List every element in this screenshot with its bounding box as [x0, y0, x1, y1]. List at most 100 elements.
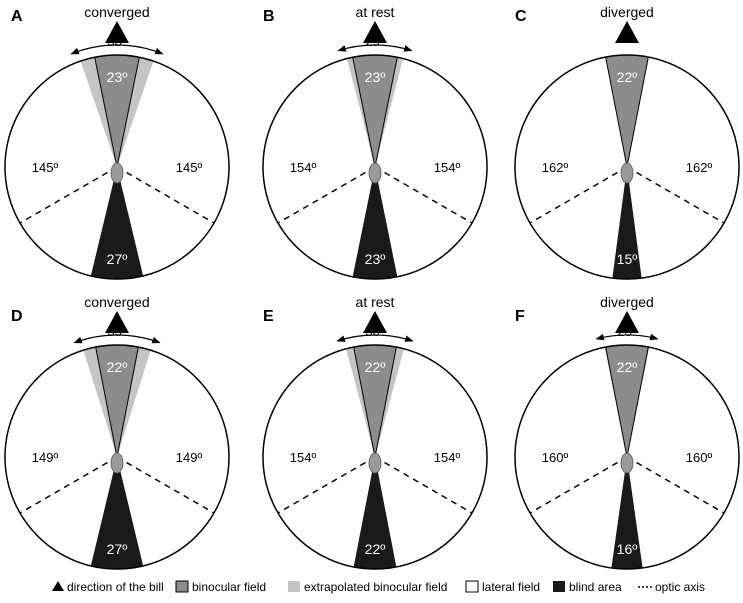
optic-axis-right — [374, 166, 473, 224]
blind-area-wedge — [90, 167, 144, 279]
binocular-swatch — [175, 580, 189, 593]
optic-axis-left — [529, 456, 628, 514]
state-label: converged — [84, 4, 149, 20]
triangle-icon — [52, 581, 64, 591]
optic-axis-left — [277, 166, 376, 224]
panel-letter: A — [11, 8, 23, 25]
blind-angle-label: 23º — [365, 251, 386, 267]
blind-angle-label: 27º — [107, 541, 128, 557]
optic-axis-left — [277, 456, 376, 514]
optic-axis-right — [116, 456, 215, 514]
bill-direction-triangle-icon — [105, 21, 129, 43]
legend-label: binocular field — [192, 580, 266, 594]
legend-item-bill: direction of the bill — [52, 580, 164, 594]
binocular-angle-label: 22º — [617, 359, 638, 375]
bill-direction-triangle-icon — [615, 21, 639, 43]
extrapolated-angle-label: 35º — [107, 324, 126, 339]
field-outline — [514, 54, 740, 280]
blind-angle-label: 22º — [365, 541, 386, 557]
panel-letter: D — [11, 308, 23, 325]
state-label: diverged — [600, 294, 654, 310]
blind-angle-label: 16º — [617, 541, 638, 557]
field-width-arrow — [337, 44, 413, 52]
blind-swatch — [553, 581, 565, 592]
panel-c: diverged C 22º 15º 162º 162º — [514, 4, 740, 280]
state-label: at rest — [356, 294, 395, 310]
binocular-angle-label: 22º — [365, 359, 386, 375]
legend-label: direction of the bill — [67, 580, 164, 594]
optic-axis-left — [19, 166, 118, 224]
extrapolated-swatch — [288, 581, 300, 592]
state-label: diverged — [600, 4, 654, 20]
blind-area-wedge — [612, 167, 642, 280]
legend-label: lateral field — [482, 580, 540, 594]
lateral-angle-label-right: 154º — [434, 450, 461, 465]
legend-item-extrapolated: extrapolated binocular field — [288, 580, 447, 594]
head-ellipse — [110, 452, 124, 474]
state-label: at rest — [356, 4, 395, 20]
extrapolated-angle-label: 23º — [617, 324, 636, 339]
head-ellipse — [620, 162, 634, 184]
legend-item-optic-axis: optic axis — [638, 580, 705, 594]
head-ellipse — [368, 452, 382, 474]
binocular-angle-label: 23º — [365, 69, 386, 85]
field-width-arrow — [336, 334, 414, 342]
bill-direction-triangle-icon — [105, 311, 129, 333]
optic-axis-left — [529, 166, 628, 224]
panel-letter: C — [515, 8, 527, 25]
blind-area-wedge — [90, 457, 144, 570]
optic-axis-right — [116, 166, 215, 224]
blind-area-wedge — [352, 167, 398, 279]
field-width-arrow — [73, 334, 161, 344]
legend-label: optic axis — [655, 580, 705, 594]
legend-label: extrapolated binocular field — [304, 580, 447, 594]
head-ellipse — [368, 162, 382, 184]
optic-axis-right — [626, 166, 725, 224]
head-ellipse — [620, 452, 634, 474]
lateral-angle-label-right: 162º — [686, 160, 713, 175]
blind-angle-label: 27º — [107, 251, 128, 267]
lateral-angle-label-right: 149º — [176, 450, 203, 465]
field-outline — [4, 344, 230, 570]
lateral-angle-label-left: 154º — [290, 160, 317, 175]
panel-letter: F — [515, 308, 525, 325]
field-width-arrow — [595, 333, 659, 341]
bill-direction-triangle-icon — [363, 311, 387, 333]
panel-letter: E — [263, 308, 274, 325]
blind-area-wedge — [353, 457, 397, 569]
legend: direction of the bill binocular field ex… — [52, 580, 705, 594]
bill-direction-triangle-icon — [615, 311, 639, 333]
lateral-angle-label-right: 154º — [434, 160, 461, 175]
state-label: converged — [84, 294, 149, 310]
legend-item-binocular: binocular field — [175, 580, 266, 594]
field-outline — [4, 54, 230, 280]
binocular-angle-label: 23º — [107, 69, 128, 85]
field-width-arrow — [70, 44, 164, 55]
extrapolated-angle-label: 30º — [365, 324, 384, 339]
optic-axis-left — [19, 456, 118, 514]
lateral-angle-label-left: 145º — [32, 160, 59, 175]
lateral-angle-label-left: 149º — [32, 450, 59, 465]
field-outline — [262, 344, 488, 570]
lateral-angle-label-right: 160º — [686, 450, 713, 465]
legend-item-lateral: lateral field — [465, 580, 540, 594]
lateral-angle-label-left: 154º — [290, 450, 317, 465]
legend-label: blind area — [569, 580, 622, 594]
legend-item-blind: blind area — [553, 580, 622, 594]
binocular-angle-label: 22º — [107, 359, 128, 375]
field-outline — [514, 344, 740, 570]
optic-axis-right — [374, 456, 473, 514]
head-ellipse — [110, 162, 124, 184]
lateral-angle-label-right: 145º — [176, 160, 203, 175]
binocular-angle-label: 22º — [617, 69, 638, 85]
optic-axis-right — [626, 456, 725, 514]
blind-area-wedge — [611, 457, 643, 569]
blind-angle-label: 15º — [617, 251, 638, 267]
lateral-angle-label-left: 162º — [542, 160, 569, 175]
